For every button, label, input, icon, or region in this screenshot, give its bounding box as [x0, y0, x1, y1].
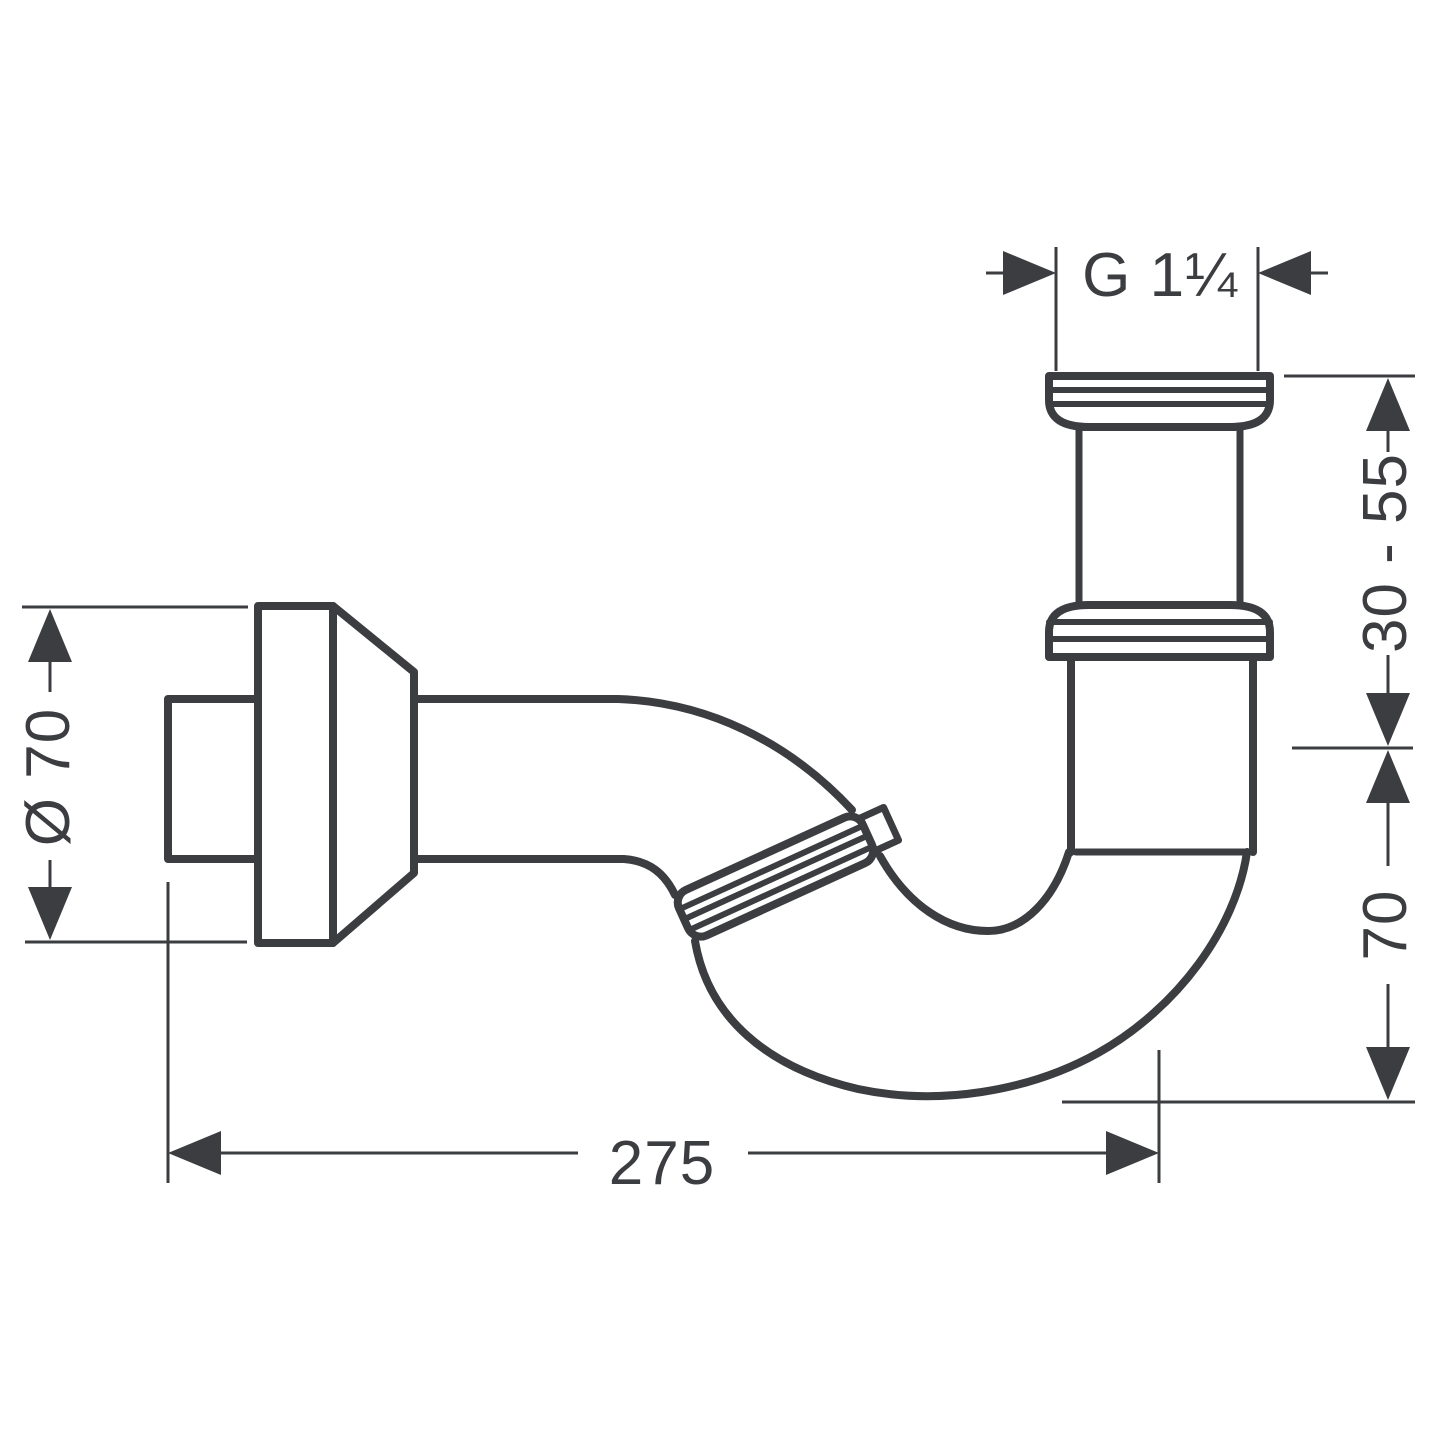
- flange-diameter-label: Ø 70: [14, 708, 83, 846]
- flange-cone: [329, 602, 418, 947]
- dimension-height-range: 30 - 55: [1284, 374, 1420, 750]
- thread-size-label: G 1¼: [1082, 241, 1238, 310]
- arrowhead-left-icon: [168, 1131, 221, 1175]
- union-nut-slanted: [673, 803, 903, 941]
- dimension-drop-height: 70: [1062, 750, 1420, 1104]
- arrowhead-down-icon: [28, 887, 72, 940]
- outlet-pipe: [410, 695, 856, 899]
- trap-u-bend: [691, 848, 1252, 1101]
- arrowhead-up-icon: [1366, 750, 1410, 803]
- escutcheon-plate: [254, 602, 337, 947]
- dimension-thread-size: G 1¼: [986, 241, 1328, 371]
- union-nut-ridge-line: [682, 833, 870, 922]
- arrowhead-right-icon: [1106, 1131, 1159, 1175]
- height-range-label: 30 - 55: [1351, 453, 1420, 653]
- overall-length-label: 275: [609, 1129, 715, 1198]
- trap-outer-curve: [691, 848, 1251, 1101]
- arrowhead-up-icon: [1366, 378, 1410, 431]
- dimension-overall-length: 275: [166, 882, 1161, 1198]
- lower-slip-nut: [1045, 601, 1274, 661]
- union-nut-collar: [856, 803, 903, 855]
- arrowhead-down-icon: [1366, 1047, 1410, 1100]
- arrowhead-up-icon: [28, 609, 72, 662]
- wall-stub-pipe: [164, 695, 262, 863]
- inlet-pipe: [1045, 372, 1274, 856]
- arrowhead-down-icon: [1366, 693, 1410, 746]
- wall-flange: [164, 602, 418, 947]
- arrowhead-left-icon: [1258, 251, 1311, 295]
- union-nut-ridge-line: [687, 844, 874, 933]
- outlet-pipe-top-line: [410, 695, 856, 814]
- outlet-pipe-bottom-line: [410, 855, 679, 899]
- drop-height-label: 70: [1351, 890, 1420, 961]
- trap-inner-curve: [876, 848, 1073, 935]
- dimension-flange-diameter: Ø 70: [14, 605, 248, 944]
- arrowhead-right-icon: [1003, 251, 1056, 295]
- union-nut-ridge-line: [678, 823, 865, 912]
